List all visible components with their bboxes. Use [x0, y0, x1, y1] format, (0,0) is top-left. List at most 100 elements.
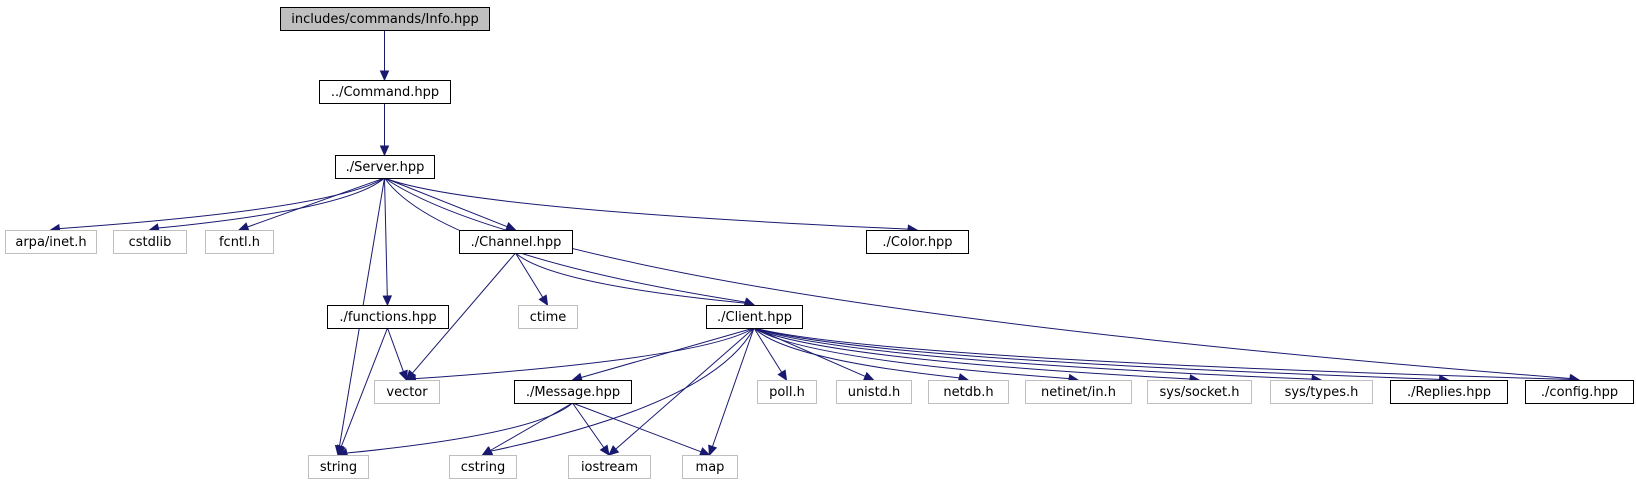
edge-functions-to-vector [387, 327, 408, 382]
edge-message-to-map [572, 402, 711, 457]
node-label: cstring [461, 460, 505, 475]
edge-line [384, 177, 388, 297]
edge-line [490, 402, 573, 451]
edge-line [59, 177, 385, 230]
node-label: fcntl.h [219, 235, 260, 250]
node-syssocket: sys/socket.h [1147, 380, 1252, 404]
node-string: string [308, 455, 369, 479]
node-netinet: netinet/in.h [1025, 380, 1132, 404]
edge-line [753, 327, 960, 379]
node-label: sys/socket.h [1159, 385, 1239, 400]
node-server[interactable]: ./Server.hpp [335, 155, 435, 179]
node-ctime: ctime [518, 305, 578, 329]
edge-line [340, 327, 388, 447]
node-functions[interactable]: ./functions.hpp [327, 305, 449, 329]
node-box [327, 305, 449, 329]
node-label: arpa/inet.h [15, 235, 86, 250]
edge-line [387, 327, 404, 372]
node-label: ./Color.hpp [882, 235, 952, 250]
node-box [1025, 380, 1132, 404]
node-box [374, 380, 440, 404]
edge-client-to-systypes [753, 327, 1323, 384]
node-label: map [696, 460, 725, 475]
node-box [757, 380, 817, 404]
edge-client-to-config [753, 327, 1581, 385]
edge-arrowhead [379, 145, 390, 157]
edge-line [615, 327, 755, 450]
edge-line [712, 327, 755, 447]
node-box [682, 455, 738, 479]
edge-info-to-command [379, 30, 390, 82]
node-replies[interactable]: ./Replies.hpp [1390, 380, 1508, 404]
edge-client-to-netdb [753, 327, 970, 383]
node-label: string [320, 460, 357, 475]
edge-arrowhead [504, 222, 517, 231]
node-iostream: iostream [568, 455, 651, 479]
edge-arrowhead [237, 222, 250, 232]
node-label: netinet/in.h [1041, 385, 1116, 400]
node-vector: vector [374, 380, 440, 404]
edge-line [572, 402, 702, 453]
edge-message-to-iostream [572, 402, 610, 457]
node-box [706, 305, 803, 329]
node-box [928, 380, 1009, 404]
node-box [1270, 380, 1373, 404]
edge-line [415, 327, 755, 380]
node-box [866, 230, 969, 254]
node-box [1525, 380, 1634, 404]
node-fcntl: fcntl.h [205, 230, 274, 254]
edge-line [753, 327, 783, 373]
node-color[interactable]: ./Color.hpp [866, 230, 969, 254]
node-box [568, 455, 651, 479]
edge-client-to-map [708, 327, 755, 457]
edge-client-to-netinet [753, 327, 1080, 384]
edge-line [384, 177, 1571, 379]
node-label: ./Channel.hpp [471, 235, 562, 250]
edge-arrowhead [698, 447, 711, 457]
node-label: ./config.hpp [1541, 385, 1618, 400]
node-label: ./Message.hpp [526, 385, 620, 400]
node-cstdlib: cstdlib [113, 230, 187, 254]
node-label: ./functions.hpp [339, 310, 436, 325]
node-box [514, 380, 632, 404]
node-box [1147, 380, 1252, 404]
edge-arrowhead [777, 369, 788, 382]
edge-server-to-arpa [49, 177, 385, 234]
node-box [459, 230, 573, 254]
edge-line [384, 177, 508, 228]
node-message[interactable]: ./Message.hpp [514, 380, 632, 404]
node-client[interactable]: ./Client.hpp [706, 305, 803, 329]
edge-channel-to-ctime [515, 252, 549, 307]
node-box [836, 380, 912, 404]
edge-arrowhead [862, 371, 875, 381]
edge-arrowhead [608, 445, 620, 456]
edge-arrowhead [398, 369, 408, 382]
edge-server-to-cstdlib [148, 177, 385, 233]
edge-server-to-color [384, 177, 919, 234]
edge-line [572, 402, 605, 448]
edge-arrowhead [599, 444, 610, 457]
edge-arrowhead [538, 294, 549, 307]
node-label: iostream [581, 460, 638, 475]
node-channel[interactable]: ./Channel.hpp [459, 230, 573, 254]
node-netdb: netdb.h [928, 380, 1009, 404]
node-config[interactable]: ./config.hpp [1525, 380, 1634, 404]
edge-message-to-string [336, 402, 573, 458]
node-label: sys/types.h [1285, 385, 1359, 400]
edge-line [158, 177, 385, 229]
node-label: ./Server.hpp [346, 160, 425, 175]
node-arpa: arpa/inet.h [5, 230, 97, 254]
node-label: vector [386, 385, 428, 400]
edge-line [753, 327, 1440, 380]
edge-line [515, 252, 746, 304]
edge-line [490, 327, 755, 452]
edge-line [411, 252, 516, 374]
edge-server-to-config [384, 177, 1581, 384]
edge-client-to-replies [753, 327, 1450, 385]
edge-arrowhead [382, 295, 393, 307]
node-command[interactable]: ../Command.hpp [319, 80, 451, 104]
edge-line [753, 327, 1571, 380]
node-info[interactable]: includes/commands/Info.hpp [280, 7, 490, 31]
node-label: ./Client.hpp [717, 310, 792, 325]
